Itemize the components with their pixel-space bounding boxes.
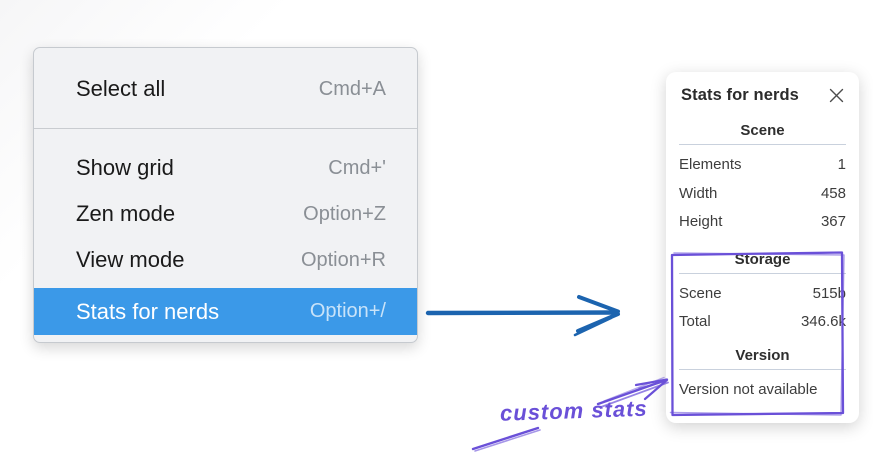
menu-item-stats-for-nerds[interactable]: Stats for nerds Option+/ — [34, 288, 417, 335]
menu-item-label: Select all — [76, 76, 166, 101]
section-title-storage: Storage — [734, 250, 791, 268]
stat-value: 458 — [820, 184, 846, 202]
stat-value: 1 — [837, 156, 846, 173]
context-menu: Select all Cmd+A Show grid Cmd+' Zen mod… — [33, 47, 418, 343]
menu-item-shortcut: Option+Z — [303, 203, 386, 225]
stat-label: Total — [679, 313, 711, 330]
stat-label: Elements — [679, 156, 742, 173]
stats-panel-header: Stats for nerds — [681, 84, 845, 106]
menu-item-select-all[interactable]: Select all Cmd+A — [34, 66, 417, 112]
stat-value: 515b — [812, 284, 846, 302]
close-icon — [829, 88, 843, 102]
divider — [679, 272, 846, 274]
menu-item-label: View mode — [76, 247, 185, 272]
stat-row-height: Height 367 — [679, 208, 846, 237]
stat-row-scene-storage: Scene 515b — [679, 280, 846, 309]
version-note: Version not available — [679, 380, 818, 398]
menu-item-shortcut: Option+/ — [309, 300, 386, 322]
menu-item-label: Show grid — [76, 155, 174, 180]
divider — [679, 144, 846, 145]
stat-value: 346.6k — [800, 313, 846, 330]
stat-row-width: Width 458 — [679, 180, 846, 209]
menu-item-zen-mode[interactable]: Zen mode Option+Z — [34, 191, 417, 237]
close-button[interactable] — [827, 86, 845, 104]
blue-arrow-drawing — [425, 295, 620, 337]
section-title-version: Version — [735, 346, 790, 364]
menu-item-label: Zen mode — [76, 201, 176, 226]
menu-item-shortcut: Cmd+A — [318, 78, 386, 100]
divider — [679, 368, 846, 370]
stat-row-elements: Elements 1 — [679, 151, 846, 180]
menu-separator — [34, 128, 417, 129]
menu-item-shortcut: Cmd+' — [328, 157, 386, 179]
menu-item-show-grid[interactable]: Show grid Cmd+' — [34, 145, 417, 191]
stats-panel-title: Stats for nerds — [681, 85, 799, 104]
menu-item-shortcut: Option+R — [300, 249, 386, 271]
stats-panel: Stats for nerds Scene Elements 1 Width 4… — [666, 72, 859, 423]
stat-value: 367 — [820, 213, 846, 230]
annotation-custom-stats: custom stats — [499, 395, 649, 426]
stat-label: Scene — [679, 284, 722, 302]
stat-label: Width — [679, 184, 718, 202]
stat-row-total-storage: Total 346.6k — [679, 308, 846, 337]
menu-item-view-mode[interactable]: View mode Option+R — [34, 237, 417, 283]
section-title-scene: Scene — [740, 122, 785, 139]
menu-item-label: Stats for nerds — [76, 299, 220, 324]
stat-label: Height — [679, 213, 723, 230]
